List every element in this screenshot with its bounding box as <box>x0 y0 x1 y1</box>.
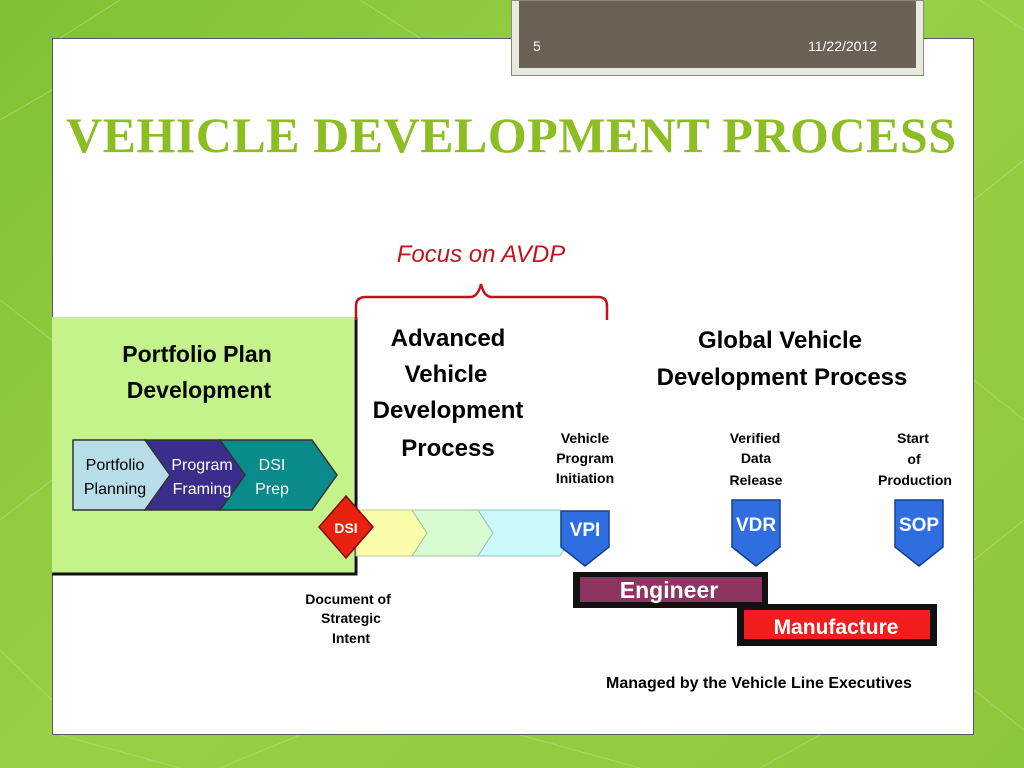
vpi-caption-line-3: Initiation <box>556 470 614 486</box>
slide-number: 5 <box>533 38 541 54</box>
chevron-dsi-label-2: Prep <box>255 481 289 498</box>
vpi-marker <box>560 510 610 567</box>
vdr-caption-line-3: Release <box>730 472 783 488</box>
dsi-label: DSI <box>334 520 357 536</box>
chevron-dsi-label-1: DSI <box>259 457 286 474</box>
vdr-caption-line-1: Verified <box>730 430 781 446</box>
manufacture-label: Manufacture <box>774 616 899 639</box>
vdr-code: VDR <box>736 515 776 536</box>
dsi-marker: DSI <box>318 494 374 560</box>
chevron-dsi-prep <box>218 439 338 511</box>
avdp-heading-line-1: Advanced <box>391 325 506 352</box>
sop-caption-line-1: Start <box>897 430 929 446</box>
milestone-sop: SOP <box>894 499 944 567</box>
avdp-heading-line-4: Process <box>401 435 494 462</box>
milestone-vdr: VDR <box>731 499 781 567</box>
sop-caption-line-3: Production <box>878 472 952 488</box>
dsi-caption-line-3: Intent <box>332 630 370 646</box>
dsi-caption-line-1: Document of <box>305 591 391 607</box>
engineer-bar-fill <box>580 577 762 602</box>
chevron-program-label-1: Program <box>171 457 232 474</box>
milestone-vpi: VPI <box>560 510 610 567</box>
chevron-portfolio-label-1: Portfolio <box>86 457 145 474</box>
portfolio-panel-border <box>52 317 358 576</box>
managed-by-caption: Managed by the Vehicle Line Executives <box>606 675 912 692</box>
engineer-label: Engineer <box>620 577 718 603</box>
vpi-caption-line-1: Vehicle <box>561 430 609 446</box>
vpi-caption-line-2: Program <box>556 450 614 466</box>
slide-header-box <box>511 0 924 76</box>
gvdp-heading-line-2: Development Process <box>657 364 908 391</box>
slide-title: VEHICLE DEVELOPMENT PROCESS <box>66 107 957 163</box>
sop-caption-line-2: of <box>907 451 921 467</box>
dsi-diamond <box>318 494 374 560</box>
slide-date: 11/22/2012 <box>808 38 878 54</box>
chevron-program-label-2: Framing <box>173 481 232 498</box>
slide-header-inner <box>519 1 916 68</box>
dsi-caption-line-2: Strategic <box>321 610 381 626</box>
engineer-bar: Engineer <box>573 572 768 608</box>
avdp-heading-line-2: Vehicle <box>405 361 488 388</box>
portfolio-heading-line-2: Development <box>127 377 272 403</box>
phase-chevron-3 <box>477 509 576 557</box>
focus-label: Focus on AVDP <box>397 241 566 268</box>
avdp-phase-chevrons <box>355 509 576 557</box>
focus-bracket <box>354 283 609 320</box>
avdp-heading-line-3: Development <box>373 397 524 424</box>
sop-marker <box>894 499 944 567</box>
vdr-marker <box>731 499 781 567</box>
manufacture-bar-fill <box>744 610 930 639</box>
vdr-caption-line-2: Data <box>741 450 772 466</box>
sop-code: SOP <box>899 515 939 536</box>
manufacture-bar: Manufacture <box>737 604 937 646</box>
portfolio-heading-line-1: Portfolio Plan <box>122 341 272 367</box>
vpi-code: VPI <box>570 520 601 541</box>
gvdp-heading-line-1: Global Vehicle <box>698 327 862 354</box>
portfolio-chevrons <box>72 439 338 511</box>
chevron-portfolio-label-2: Planning <box>84 481 146 498</box>
